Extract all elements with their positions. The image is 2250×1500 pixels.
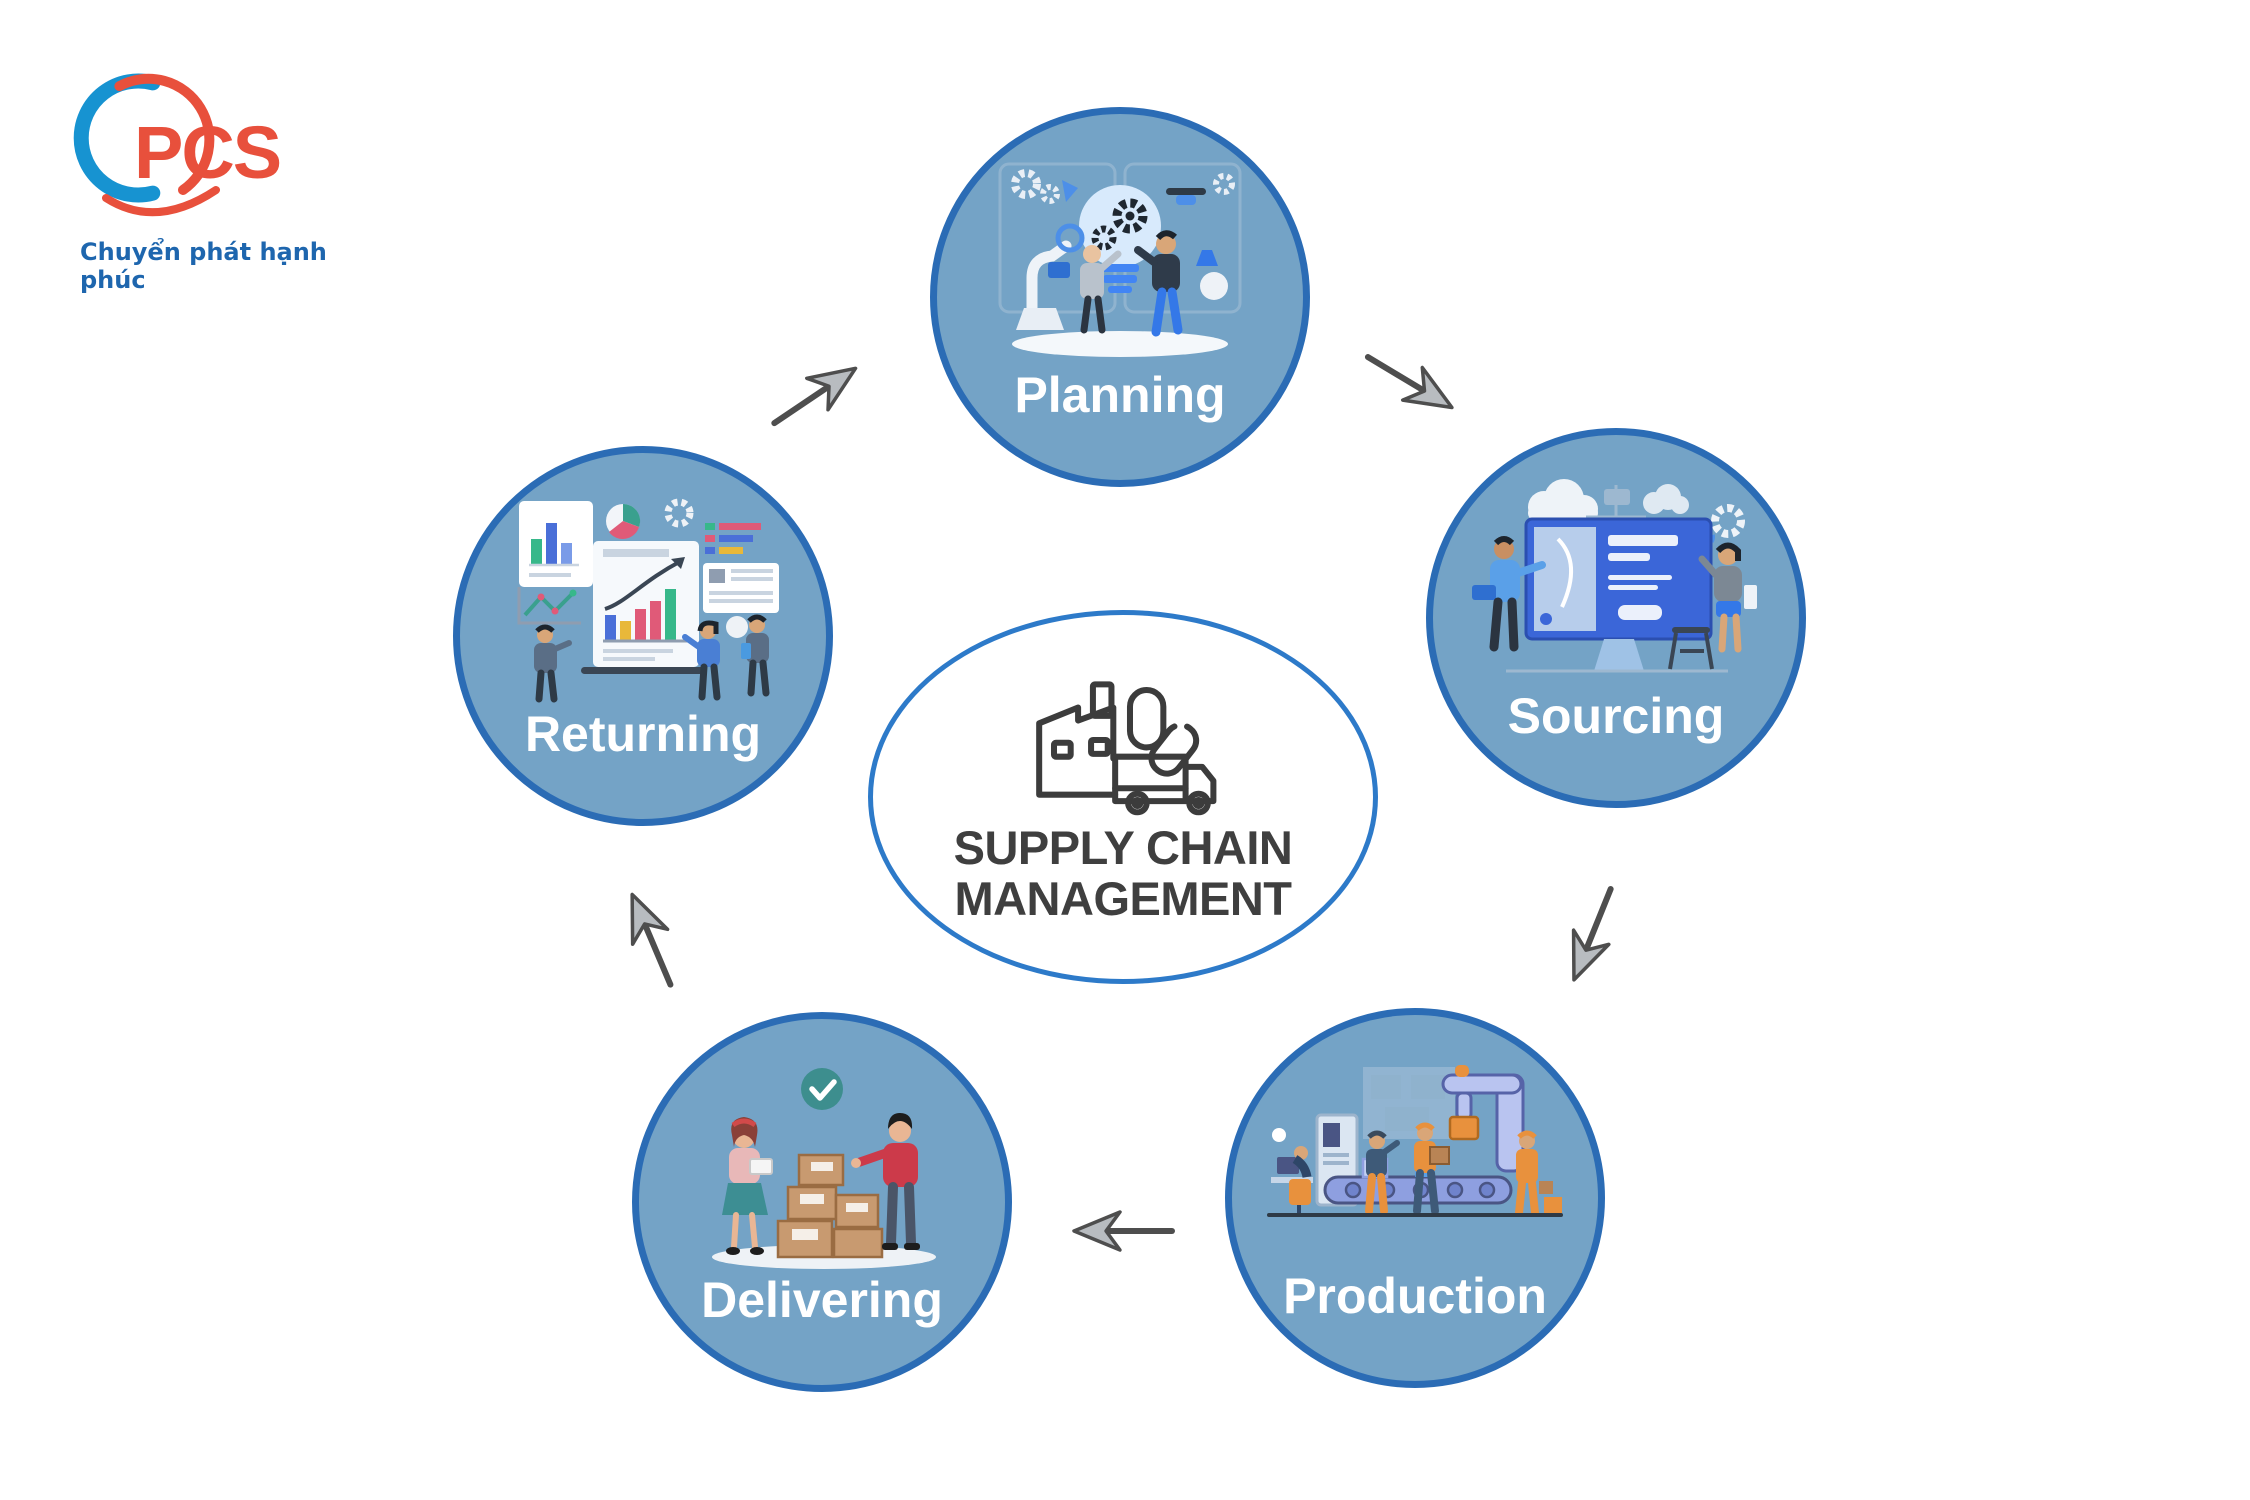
node-sourcing: Sourcing (1426, 428, 1806, 808)
logo-wordmark: PCS (134, 111, 282, 194)
node-production: Production (1225, 1008, 1605, 1388)
monitor-cloud-team-illustration (1472, 479, 1757, 673)
center-ellipse: SUPPLY CHAIN MANAGEMENT (868, 610, 1378, 984)
logo-tagline: Chuyển phát hạnh phúc (80, 238, 327, 294)
center-title-line1: SUPPLY CHAIN (953, 820, 1293, 874)
arrow-production-to-delivering-icon (1072, 1210, 1175, 1252)
arrow-planning-to-sourcing-icon (1364, 354, 1454, 410)
node-label-sourcing: Sourcing (1507, 688, 1725, 744)
node-label-delivering: Delivering (701, 1272, 943, 1328)
node-planning: Planning (930, 107, 1310, 487)
node-label-production: Production (1283, 1268, 1547, 1324)
analytics-charts-team-illustration (517, 498, 779, 703)
swoosh-circle-logo-icon (73, 73, 220, 217)
pcs-logo: PCS Chuyển phát hạnh phúc (70, 66, 380, 294)
package-handover-check-illustration (712, 1068, 936, 1269)
node-delivering: Delivering (632, 1012, 1012, 1392)
center-title-line2: MANAGEMENT (954, 871, 1292, 925)
arrow-delivering-to-returning-icon (630, 892, 674, 988)
arrow-returning-to-planning-icon (771, 366, 858, 427)
lightbulb-gears-team-illustration (998, 162, 1242, 357)
node-label-planning: Planning (1014, 367, 1226, 423)
factory-chain-truck-icon (1035, 681, 1216, 815)
node-returning: Returning (453, 446, 833, 826)
arrow-sourcing-to-production-icon (1571, 886, 1614, 982)
node-label-returning: Returning (524, 706, 762, 762)
conveyor-workers-illustration (1267, 1065, 1563, 1217)
